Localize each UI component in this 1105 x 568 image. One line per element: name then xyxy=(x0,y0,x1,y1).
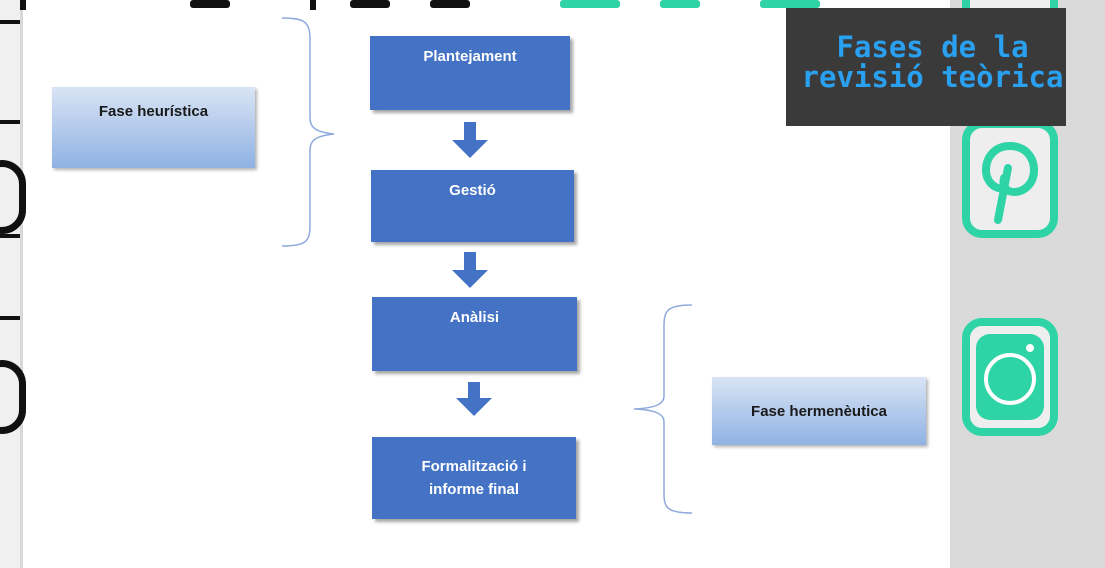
arrow-1 xyxy=(452,122,488,158)
left-edge-strip xyxy=(0,0,26,568)
step-formalitzacio: Formalització i informe final xyxy=(372,437,576,519)
step-analisi: Anàlisi xyxy=(372,297,577,371)
right-brace xyxy=(633,304,693,514)
page-title: Fases de la revisió teòrica xyxy=(801,30,1064,94)
instagram-icon[interactable] xyxy=(962,318,1058,436)
edge-line xyxy=(0,234,20,238)
edge-line xyxy=(0,20,20,24)
pinterest-glyph xyxy=(981,142,1039,224)
phase-heuristica: Fase heurística xyxy=(52,87,255,168)
instagram-glyph xyxy=(976,334,1044,420)
top-edge-marks xyxy=(20,0,820,10)
arrow-3 xyxy=(456,382,492,416)
arrow-2 xyxy=(452,252,488,288)
step-gestio: Gestió xyxy=(371,170,574,242)
title-box xyxy=(786,8,1066,126)
step-plantejament: Plantejament xyxy=(370,36,570,110)
edge-arc xyxy=(0,160,26,234)
phase-hermeneutica: Fase hermenèutica xyxy=(712,377,926,445)
left-brace xyxy=(281,17,335,247)
edge-arc xyxy=(0,360,26,434)
edge-line xyxy=(0,120,20,124)
edge-line xyxy=(0,316,20,320)
